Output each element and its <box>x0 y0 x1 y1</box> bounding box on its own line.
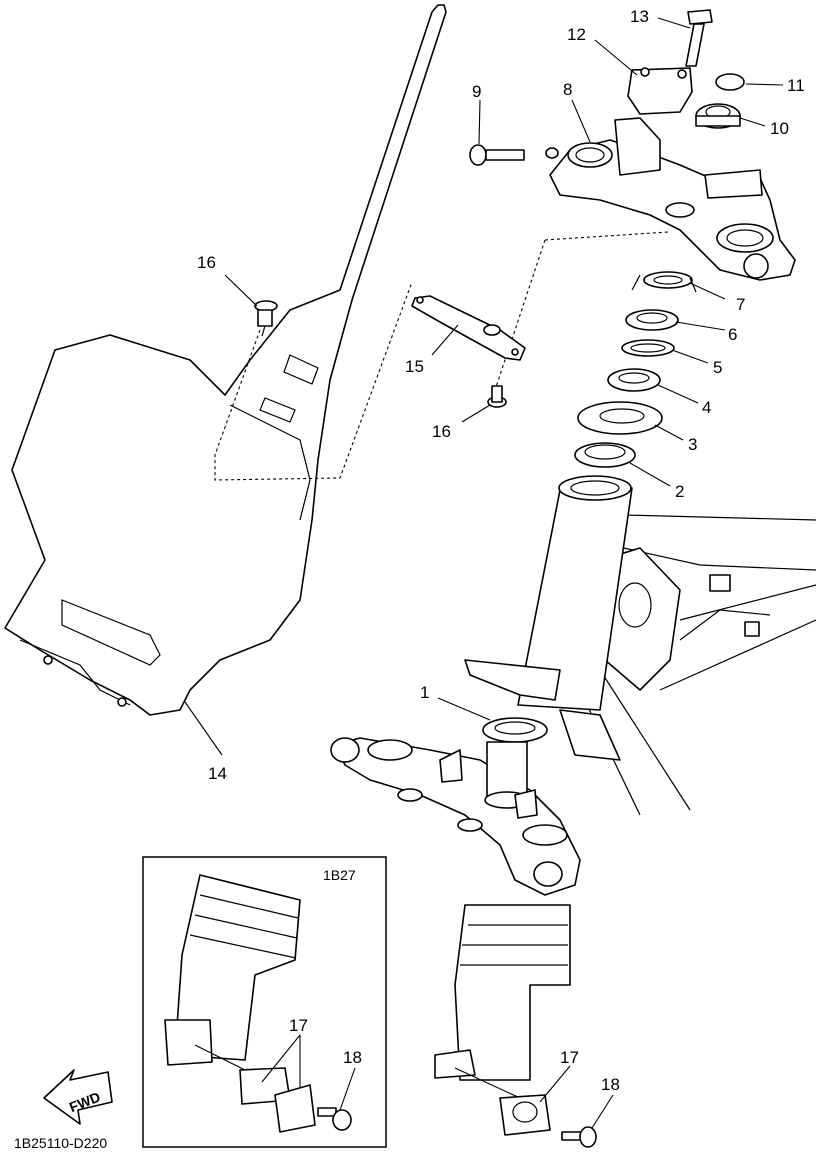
callout-11: 11 <box>787 76 805 95</box>
cover-3 <box>577 401 663 435</box>
callout-18-right: 18 <box>601 1075 620 1094</box>
bearing-2 <box>574 442 636 468</box>
bearing-1 <box>482 717 548 743</box>
inset-box <box>142 856 387 1148</box>
callout-16-lower: 16 <box>432 422 451 441</box>
callout-8: 8 <box>563 80 572 99</box>
bracket-15 <box>411 295 526 361</box>
callout-5: 5 <box>713 358 722 377</box>
callout-1: 1 <box>420 683 429 702</box>
callout-2: 2 <box>675 482 684 501</box>
frame-head-pipe <box>464 475 816 816</box>
bolt-13 <box>685 9 713 67</box>
fork-right <box>434 904 597 1148</box>
lock-washer-7 <box>631 271 697 293</box>
callout-17-right: 17 <box>560 1048 579 1067</box>
diagram-code: 1B25110-D220 <box>14 1135 107 1151</box>
callout-numbers: 1 2 3 4 5 6 7 8 9 10 11 12 13 14 15 16 1… <box>197 7 805 1094</box>
upper-bracket-8 <box>549 117 796 281</box>
callout-10: 10 <box>770 119 789 138</box>
callout-14: 14 <box>208 764 227 783</box>
callout-13: 13 <box>630 7 649 26</box>
number-plate <box>4 4 447 716</box>
bolt-16-lower <box>487 385 507 408</box>
callout-4: 4 <box>702 398 711 417</box>
bolt-9 <box>469 144 559 166</box>
callout-15: 15 <box>405 357 424 376</box>
fwd-arrow-icon <box>43 1069 113 1125</box>
callout-12: 12 <box>567 25 586 44</box>
lower-bracket <box>330 737 581 896</box>
callout-9: 9 <box>472 82 481 101</box>
ring-nut-4 <box>607 368 661 392</box>
nut-10 <box>695 103 741 129</box>
callout-7: 7 <box>736 295 745 314</box>
callout-17-inset: 17 <box>289 1016 308 1035</box>
callout-3: 3 <box>688 435 697 454</box>
cap-11 <box>715 73 745 91</box>
bolt-16-upper <box>254 300 278 337</box>
callout-18-inset: 18 <box>343 1048 362 1067</box>
callout-16-upper: 16 <box>197 253 216 272</box>
callout-6: 6 <box>728 325 737 344</box>
leader-lines <box>184 17 784 1129</box>
inset-label: 1B27 <box>323 867 356 883</box>
holder-12 <box>627 67 693 115</box>
ring-nut-6 <box>625 309 679 331</box>
bolt-18-right <box>561 1126 597 1148</box>
washer-5 <box>621 339 675 357</box>
bolt-18-inset <box>317 1107 352 1131</box>
